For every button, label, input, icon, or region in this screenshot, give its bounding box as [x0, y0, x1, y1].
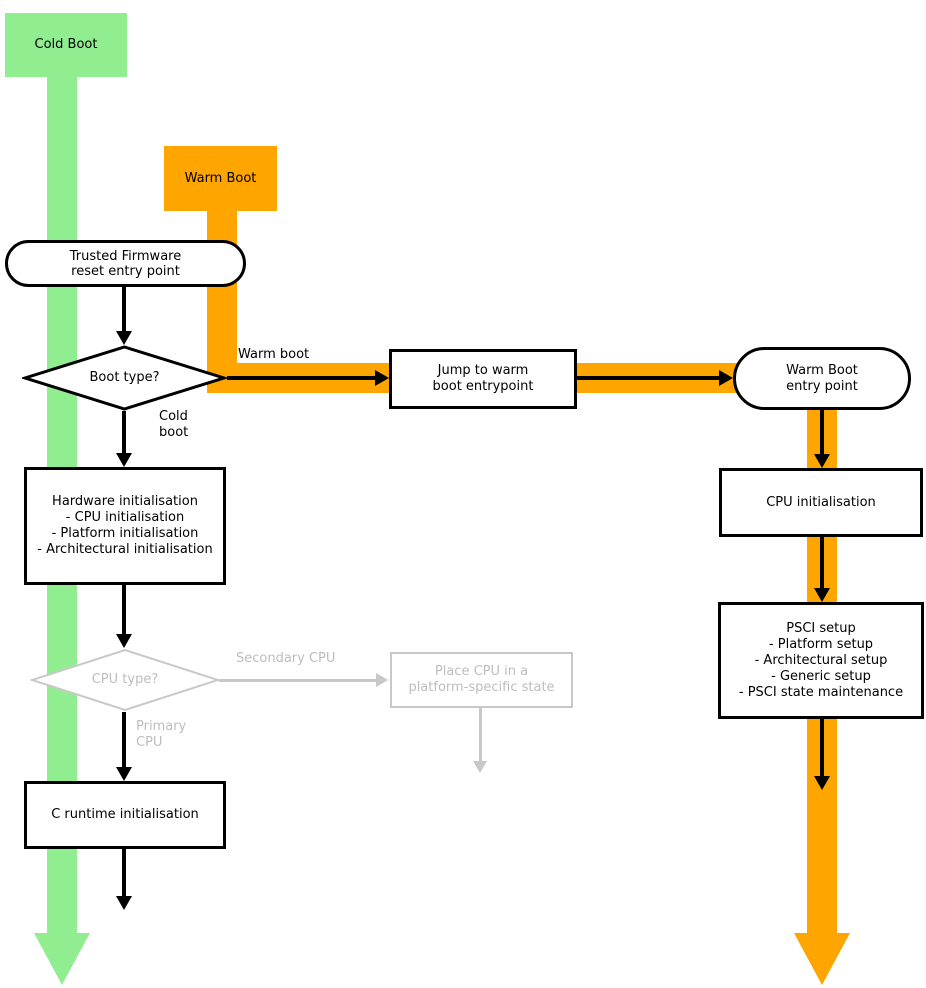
arrow-reset-to-boottype: [122, 287, 126, 332]
hardware-init-item-cpu: - CPU initialisation: [65, 510, 185, 525]
hardware-init-item-architectural: - Architectural initialisation: [37, 542, 213, 557]
edge-label-secondary-cpu: Secondary CPU: [236, 651, 335, 667]
hardware-init-title: Hardware initialisation: [52, 494, 198, 509]
warm-boot-flow-band-vertical-left: [207, 190, 237, 393]
arrowhead-cputype-to-placecpu-icon: [376, 673, 388, 687]
arrowhead-jump-to-warmentry-icon: [719, 370, 733, 386]
cpu-init-label: CPU initialisation: [766, 494, 876, 510]
cold-boot-start: Cold Boot: [5, 13, 127, 77]
arrowhead-placecpu-down-icon: [473, 761, 487, 773]
arrow-boottype-to-jump: [227, 376, 376, 380]
warm-boot-entry-node: Warm Boot entry point: [733, 347, 911, 410]
warm-boot-flow-arrowhead-icon: [794, 933, 850, 985]
psci-setup-item-generic: - Generic setup: [771, 668, 871, 684]
psci-setup-item-state: - PSCI state maintenance: [738, 684, 904, 700]
psci-setup-title: PSCI setup: [786, 620, 856, 636]
place-cpu-node: Place CPU in a platform-specific state: [390, 652, 573, 708]
reset-entry-point-line1: Trusted Firmware: [69, 248, 182, 264]
arrowhead-hwinit-to-cputype-icon: [116, 634, 132, 648]
edge-label-warm-boot-text: Warm boot: [238, 347, 310, 362]
arrowhead-boottype-to-jump-icon: [375, 370, 389, 386]
c-runtime-label: C runtime initialisation: [51, 807, 199, 822]
arrow-cpuinit-to-psci: [820, 537, 824, 590]
arrow-warmentry-to-cpuinit: [820, 410, 824, 455]
edge-label-primary-cpu-line1: Primary: [136, 719, 187, 734]
warm-boot-start: Warm Boot: [164, 146, 277, 211]
edge-label-cold-boot-line1: Cold: [159, 409, 188, 424]
edge-label-cold-boot-line2: boot: [159, 425, 189, 440]
cpu-type-decision: CPU type?: [30, 648, 220, 712]
place-cpu-line2: platform-specific state: [408, 680, 555, 695]
arrow-cputype-to-placecpu: [219, 679, 377, 682]
cpu-type-diamond-shape-icon: [30, 648, 220, 712]
arrow-cputype-to-cruntime: [122, 712, 126, 768]
arrowhead-boottype-to-hwinit-icon: [116, 453, 132, 467]
warm-boot-entry-line2: entry point: [786, 378, 858, 394]
arrowhead-reset-to-boottype-icon: [116, 331, 132, 345]
arrowhead-cruntime-down-icon: [116, 896, 132, 910]
hardware-init-item-platform: - Platform initialisation: [51, 526, 199, 541]
psci-setup-node: PSCI setup - Platform setup - Architectu…: [718, 602, 924, 719]
boot-type-diamond-shape-icon: [22, 345, 227, 411]
hardware-init-node: Hardware initialisation - CPU initialisa…: [24, 467, 226, 585]
edge-label-primary-cpu: Primary CPU: [136, 719, 186, 751]
arrow-placecpu-down: [479, 708, 482, 762]
psci-setup-item-platform: - Platform setup: [768, 636, 874, 652]
warm-boot-start-label: Warm Boot: [184, 170, 257, 186]
cold-boot-flow-arrowhead-icon: [34, 933, 90, 985]
arrow-psci-down: [820, 719, 824, 776]
arrowhead-warmentry-to-cpuinit-icon: [814, 454, 830, 468]
psci-setup-item-architectural: - Architectural setup: [754, 652, 888, 668]
place-cpu-line1: Place CPU in a: [434, 664, 529, 679]
edge-label-primary-cpu-line2: CPU: [136, 735, 163, 750]
jump-warm-boot-node: Jump to warm boot entrypoint: [389, 349, 577, 409]
reset-entry-point-node: Trusted Firmware reset entry point: [5, 240, 246, 287]
c-runtime-node: C runtime initialisation: [24, 781, 226, 849]
arrow-boottype-to-hwinit: [122, 411, 126, 454]
cpu-init-node: CPU initialisation: [719, 468, 923, 537]
cpu-type-label: CPU type?: [91, 672, 159, 687]
edge-label-cold-boot: Cold boot: [159, 409, 188, 441]
edge-label-warm-boot: Warm boot: [238, 347, 309, 363]
arrow-hwinit-to-cputype: [122, 585, 126, 635]
arrowhead-psci-down-icon: [814, 776, 830, 790]
cold-boot-start-label: Cold Boot: [34, 37, 98, 52]
arrowhead-cputype-to-cruntime-icon: [116, 767, 132, 781]
warm-boot-entry-line1: Warm Boot: [786, 362, 858, 378]
arrow-jump-to-warmentry: [577, 376, 720, 380]
boot-type-label: Boot type?: [89, 370, 160, 385]
reset-entry-point-line2: reset entry point: [71, 263, 180, 279]
jump-warm-boot-line2: boot entrypoint: [432, 379, 534, 394]
arrowhead-cpuinit-to-psci-icon: [814, 588, 830, 602]
arrow-cruntime-down: [122, 849, 126, 896]
edge-label-secondary-cpu-text: Secondary CPU: [236, 651, 336, 666]
boot-type-decision: Boot type?: [22, 345, 227, 411]
jump-warm-boot-line1: Jump to warm: [437, 363, 529, 378]
